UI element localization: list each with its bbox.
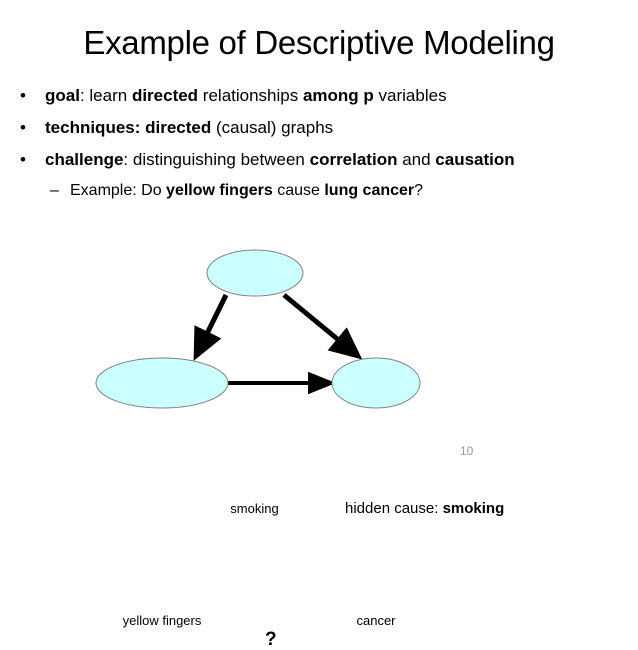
hidden-cause-annotation: hidden cause: smoking [345, 500, 504, 518]
page-number: 10 [460, 444, 474, 458]
bullet-text-segment: techniques: directed [45, 118, 212, 137]
bullet-text-segment: goal [45, 86, 80, 105]
bullet-text-segment: and [397, 150, 436, 169]
bullet-text-segment: causation [435, 150, 515, 169]
bullet-text-segment: correlation [309, 150, 398, 169]
node-cancer-label: cancer [356, 613, 396, 628]
causal-graph-diagram: smoking yellow fingers cancer ? hidden c… [80, 238, 550, 650]
bullet-text-segment: challenge [45, 150, 124, 169]
list-item: • goal: learn directed relationships amo… [0, 80, 638, 112]
bullet-point-icon: • [20, 118, 26, 137]
edge-smoking-to-yellow-fingers [193, 293, 229, 361]
list-item: • techniques: directed (causal) graphs [0, 112, 638, 144]
bullet-text-segment: directed [131, 86, 199, 105]
bullet-list: • goal: learn directed relationships amo… [0, 80, 638, 206]
sub-bullet-text-segment: Example: Do [70, 182, 167, 199]
sub-bullet-text-segment: ? [414, 182, 424, 199]
bullet-text-segment: variables [373, 86, 447, 105]
edge-smoking-to-cancer [282, 293, 363, 360]
bullet-text-segment: : learn [79, 86, 132, 105]
edge-question-mark-label: ? [265, 629, 277, 650]
bullet-text-segment: among p [302, 86, 374, 105]
node-yellow-fingers[interactable] [95, 357, 229, 409]
sub-bullet-text-segment: lung cancer [324, 182, 415, 199]
bullet-text-segment: : distinguishing between [123, 150, 310, 169]
bullet-text-segment: (causal) graphs [211, 118, 334, 137]
node-smoking[interactable] [206, 249, 304, 297]
page-title: Example of Descriptive Modeling [83, 24, 555, 61]
node-yellow-fingers-label: yellow fingers [122, 613, 202, 628]
node-cancer[interactable] [331, 357, 421, 409]
sub-bullet-text-segment: yellow fingers [166, 182, 273, 199]
graph-canvas [95, 249, 421, 409]
sub-list-item: – Example: Do yellow fingers cause lung … [0, 176, 638, 206]
dash-icon: – [50, 182, 59, 199]
bullet-point-icon: • [20, 150, 26, 169]
bullet-point-icon: • [20, 86, 26, 105]
bullet-text-segment: relationships [198, 86, 303, 105]
hidden-cause-emphasis: smoking [442, 500, 505, 517]
node-smoking-label: smoking [230, 501, 279, 516]
hidden-cause-prefix: hidden cause: [345, 500, 443, 517]
list-item: • challenge: distinguishing between corr… [0, 144, 638, 176]
sub-bullet-text-segment: cause [272, 182, 325, 199]
